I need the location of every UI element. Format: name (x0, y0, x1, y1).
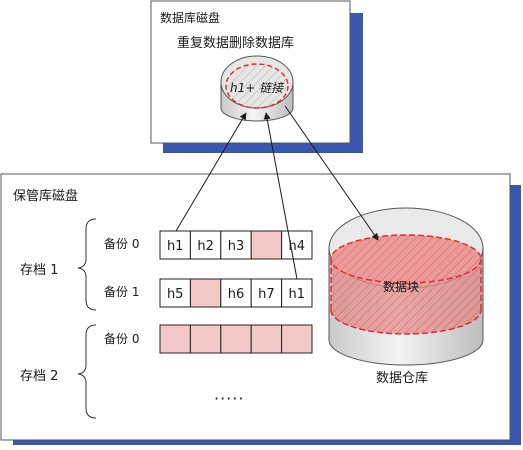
cylinder-hash-label: h1+ 链接 (230, 81, 285, 95)
archive-1-label: 存档 1 (20, 263, 58, 278)
backup-cell-hash: h1 (289, 287, 306, 302)
backup-cell (250, 278, 283, 308)
arrow-backup1-h1-to-db (263, 112, 298, 280)
archive-2-backup-0-row (159, 324, 313, 354)
backup-cell (220, 278, 252, 308)
backup-cell (189, 324, 222, 354)
archive-2-backup-0-label: 备份 0 (104, 332, 139, 346)
backup-cell-hash: h3 (228, 239, 245, 254)
backup-cell (281, 324, 313, 354)
backup-cell-hash: h5 (167, 287, 184, 302)
data-block-label: 数据块 (383, 279, 419, 294)
backup-cell (250, 324, 283, 354)
data-store-label: 数据仓库 (376, 370, 428, 386)
archive-2-label: 存档 2 (20, 369, 58, 384)
backup-cell (159, 324, 191, 354)
reference-arrows (175, 105, 379, 280)
backup-cell-hash: h2 (197, 239, 214, 254)
backup-cell-hash: h6 (228, 287, 245, 302)
database-disk-title: 数据库磁盘 (160, 10, 220, 25)
archive-1-brace (77, 218, 97, 311)
backup-cell (159, 278, 191, 308)
backup-cell (250, 230, 283, 260)
backup-cell-hash: h7 (258, 287, 275, 302)
dedup-db-cylinder: h1+ 链接 (220, 55, 294, 122)
archive-1-backup-1-label: 备份 1 (104, 285, 139, 299)
backup-cell (189, 230, 222, 260)
more-backups-ellipsis: ····· (214, 389, 244, 408)
archive-2-brace (77, 324, 97, 419)
arrow-backup0-h1-to-db (175, 112, 247, 232)
backup-cell (220, 324, 252, 354)
archive-1-backup-1-row: h5 h6 h7 h1 (159, 278, 313, 308)
database-disk-panel: 数据库磁盘 重复数据删除数据库 h1+ 链接 (150, 0, 363, 153)
archive-1-backup-0-label: 备份 0 (104, 237, 139, 251)
database-disk-subtitle: 重复数据删除数据库 (177, 35, 294, 51)
backup-cell (281, 230, 313, 260)
arrow-db-to-data-store (284, 105, 379, 241)
backup-cell (159, 230, 191, 260)
backup-cell-hash: h4 (289, 239, 306, 254)
vault-disk-title: 保管库磁盘 (13, 188, 78, 204)
data-store-cylinder: 数据块 (328, 207, 484, 366)
backup-cell (281, 278, 313, 308)
backup-cell-hash: h1 (167, 239, 184, 254)
backup-cell (189, 278, 222, 308)
archive-1-backup-0-row: h1 h2 h3 h4 (159, 230, 313, 260)
